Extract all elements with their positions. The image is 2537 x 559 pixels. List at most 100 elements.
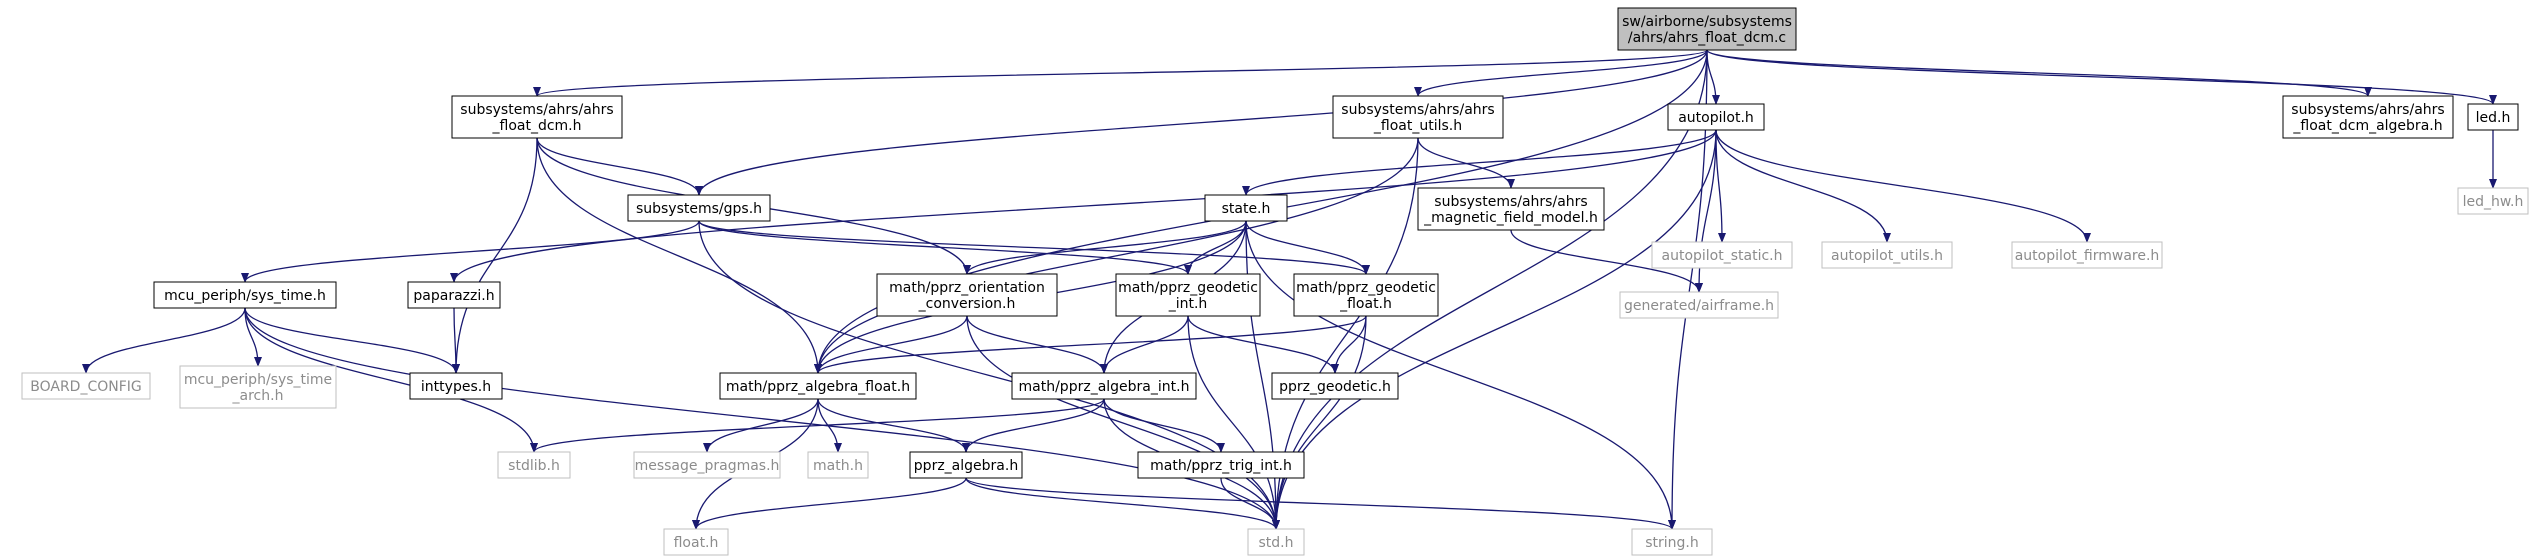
node-pprz-algebra-h[interactable]: pprz_algebra.h xyxy=(909,451,1023,479)
edge-geodetic-int-h-to-std-h xyxy=(1187,315,1280,530)
edge-state-h-to-geodetic-float-h xyxy=(1245,220,1370,275)
node-label: sw/airborne/subsystems xyxy=(1622,14,1792,30)
node-label: _arch.h xyxy=(232,388,284,404)
node-box xyxy=(153,281,337,309)
edge-autopilot-h-to-autopilot-static-h xyxy=(1715,129,1726,243)
edge-root-to-ahrs-float-dcm-algebra-h xyxy=(1706,49,2372,97)
edge-orientation-conversion-h-to-algebra-int-h xyxy=(966,315,1108,374)
node-sys-time-h[interactable]: mcu_periph/sys_time.h xyxy=(153,281,337,309)
node-label: paparazzi.h xyxy=(413,288,494,304)
node-label: math/pprz_algebra_float.h xyxy=(726,379,910,395)
node-label: math/pprz_trig_int.h xyxy=(1150,458,1292,474)
edge-state-h-to-string-h xyxy=(1245,220,1676,530)
node-algebra-int-h[interactable]: math/pprz_algebra_int.h xyxy=(1011,372,1197,400)
node-ahrs-float-utils-h[interactable]: subsystems/ahrs/ahrs_float_utils.h xyxy=(1332,95,1504,139)
node-box xyxy=(1651,241,1793,269)
node-pprz-geodetic-h[interactable]: pprz_geodetic.h xyxy=(1271,372,1399,400)
edge-ahrs-float-dcm-h-to-gps-h xyxy=(536,137,703,196)
node-label: _float_dcm.h xyxy=(492,118,582,134)
node-label: autopilot.h xyxy=(1678,110,1754,126)
node-label: autopilot_static.h xyxy=(1662,248,1783,264)
edge-algebra-float-h-to-message-pragmas-h xyxy=(703,398,819,453)
node-generated-airframe-h: generated/airframe.h xyxy=(1619,291,1779,319)
node-ahrs-float-dcm-algebra-h[interactable]: subsystems/ahrs/ahrs_float_dcm_algebra.h xyxy=(2282,95,2454,139)
node-orientation-conversion-h[interactable]: math/pprz_orientation_conversion.h xyxy=(876,273,1058,317)
node-box xyxy=(497,451,571,479)
node-led-h[interactable]: led.h xyxy=(2467,103,2519,131)
node-label: autopilot_utils.h xyxy=(1831,248,1943,264)
edge-orientation-conversion-h-to-algebra-float-h xyxy=(814,315,968,374)
node-box xyxy=(1137,451,1305,479)
edge-root-to-led-h xyxy=(1706,49,2497,105)
node-box xyxy=(807,451,869,479)
edge-ahrs-float-dcm-h-to-algebra-float-h xyxy=(536,137,822,374)
node-board-config: BOARD_CONFIG xyxy=(21,372,151,400)
node-algebra-float-h[interactable]: math/pprz_algebra_float.h xyxy=(719,372,917,400)
node-label: /ahrs/ahrs_float_dcm.c xyxy=(1628,30,1786,46)
node-label: math/pprz_geodetic xyxy=(1118,280,1258,296)
node-magnetic-field-h[interactable]: subsystems/ahrs/ahrs_magnetic_field_mode… xyxy=(1417,187,1605,231)
node-label: _float.h xyxy=(1339,296,1392,312)
node-box xyxy=(179,365,337,409)
node-autopilot-firmware-h: autopilot_firmware.h xyxy=(2011,241,2163,269)
edge-root-to-ahrs-float-dcm-h xyxy=(533,49,1708,97)
node-label: std.h xyxy=(1259,535,1294,551)
node-geodetic-int-h[interactable]: math/pprz_geodetic_int.h xyxy=(1115,273,1261,317)
edge-paparazzi-h-to-inttypes-h xyxy=(451,307,460,374)
node-box xyxy=(909,451,1023,479)
node-root[interactable]: sw/airborne/subsystems/ahrs/ahrs_float_d… xyxy=(1617,7,1797,51)
node-box xyxy=(663,528,729,556)
node-gps-h[interactable]: subsystems/gps.h xyxy=(627,194,771,222)
node-box xyxy=(1293,273,1439,317)
node-box xyxy=(633,451,781,479)
node-autopilot-static-h: autopilot_static.h xyxy=(1651,241,1793,269)
edge-pprz-algebra-h-to-float-h xyxy=(692,477,967,530)
node-box xyxy=(2011,241,2163,269)
edge-orientation-conversion-h-to-std-h xyxy=(966,315,1280,530)
node-box xyxy=(1115,273,1261,317)
edge-root-to-autopilot-h xyxy=(1706,49,1720,105)
node-sys-time-arch-h: mcu_periph/sys_time_arch.h xyxy=(179,365,337,409)
node-label: subsystems/gps.h xyxy=(636,201,762,217)
node-label: math/pprz_orientation xyxy=(889,280,1045,296)
node-box xyxy=(719,372,917,400)
node-box xyxy=(1417,187,1605,231)
node-paparazzi-h[interactable]: paparazzi.h xyxy=(407,281,501,309)
edge-ahrs-float-dcm-h-to-inttypes-h xyxy=(452,137,538,374)
edge-ahrs-float-utils-h-to-algebra-float-h xyxy=(814,137,1419,374)
node-label: led_hw.h xyxy=(2463,194,2524,210)
node-label: autopilot_firmware.h xyxy=(2015,248,2160,264)
edge-sys-time-h-to-board-config xyxy=(82,307,246,374)
edge-sys-time-h-to-inttypes-h xyxy=(244,307,460,374)
edge-pprz-algebra-h-to-std-h xyxy=(965,477,1280,530)
node-string-h: string.h xyxy=(1631,528,1713,556)
node-label: math/pprz_algebra_int.h xyxy=(1019,379,1190,395)
node-autopilot-h[interactable]: autopilot.h xyxy=(1667,103,1765,131)
edge-gps-h-to-geodetic-float-h xyxy=(698,220,1370,275)
node-state-h[interactable]: state.h xyxy=(1204,194,1288,222)
node-geodetic-float-h[interactable]: math/pprz_geodetic_float.h xyxy=(1293,273,1439,317)
node-label: generated/airframe.h xyxy=(1624,298,1774,314)
edge-autopilot-h-to-autopilot-utils-h xyxy=(1715,129,1891,243)
node-label: _float_utils.h xyxy=(1373,118,1462,134)
node-label: subsystems/ahrs/ahrs xyxy=(1341,102,1494,118)
node-layer: sw/airborne/subsystems/ahrs/ahrs_float_d… xyxy=(21,7,2529,556)
node-ahrs-float-dcm-h[interactable]: subsystems/ahrs/ahrs_float_dcm.h xyxy=(451,95,623,139)
edge-sys-time-h-to-std-h xyxy=(244,307,1280,530)
edge-algebra-int-h-to-stdlib-h xyxy=(530,398,1105,453)
edge-gps-h-to-sys-time-h xyxy=(241,220,700,283)
node-box xyxy=(21,372,151,400)
edge-algebra-float-h-to-pprz-algebra-h xyxy=(817,398,970,453)
edge-algebra-int-h-to-pprz-algebra-h xyxy=(962,398,1105,453)
node-inttypes-h[interactable]: inttypes.h xyxy=(409,372,503,400)
edge-geodetic-int-h-to-algebra-int-h xyxy=(1100,315,1189,374)
node-box xyxy=(409,372,503,400)
node-box xyxy=(1821,241,1953,269)
node-box xyxy=(627,194,771,222)
node-label: pprz_algebra.h xyxy=(914,458,1018,474)
node-trig-int-h[interactable]: math/pprz_trig_int.h xyxy=(1137,451,1305,479)
node-label: message_pragmas.h xyxy=(635,458,780,474)
node-label: mcu_periph/sys_time xyxy=(184,372,332,388)
node-led-hw-h: led_hw.h xyxy=(2457,187,2529,215)
edge-root-to-ahrs-float-utils-h xyxy=(1414,49,1708,97)
